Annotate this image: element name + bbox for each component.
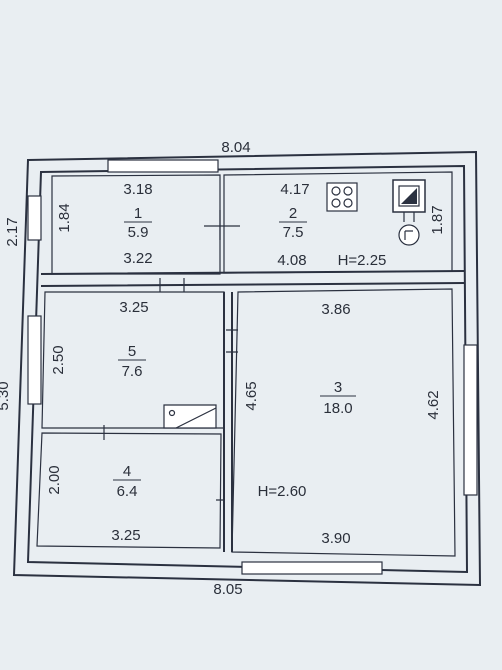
room-4-number: 4 bbox=[123, 463, 131, 480]
window-right-lower bbox=[463, 344, 478, 496]
room-2-side-dim: 1.87 bbox=[429, 205, 446, 234]
room-3-left-dim: 4.65 bbox=[243, 381, 260, 410]
door-room-3 bbox=[226, 329, 238, 353]
window-left-lower bbox=[27, 315, 42, 405]
room-3-outline bbox=[231, 288, 456, 557]
room-3-bottom-dim: 3.90 bbox=[321, 530, 350, 547]
room-1-outline bbox=[51, 174, 221, 275]
room-4-side-dim: 2.00 bbox=[46, 465, 63, 494]
door-room-5 bbox=[159, 278, 185, 292]
room-2-outline bbox=[223, 171, 453, 274]
room-2-area: 7.5 bbox=[283, 224, 304, 241]
overall-left-total: 5.30 bbox=[0, 381, 12, 410]
room-4-outline bbox=[36, 432, 222, 549]
partition-wall bbox=[223, 292, 233, 552]
outer-wall-inner bbox=[26, 164, 469, 574]
room-5-area: 7.6 bbox=[122, 363, 143, 380]
room-4-area: 6.4 bbox=[117, 483, 138, 500]
room-2-top-dim: 4.17 bbox=[280, 181, 309, 198]
room-1-area: 5.9 bbox=[128, 224, 149, 241]
room-2-number: 2 bbox=[289, 205, 297, 222]
door-room-2 bbox=[204, 210, 240, 240]
room-5-top-dim: 3.25 bbox=[119, 299, 148, 316]
room-2-height: H=2.25 bbox=[338, 252, 387, 269]
room-1-top-dim: 3.18 bbox=[123, 181, 152, 198]
room-3-area: 18.0 bbox=[323, 400, 352, 417]
room-5-side-dim: 2.50 bbox=[50, 345, 67, 374]
bathtub-icon bbox=[163, 404, 217, 429]
overall-left-upper: 2.17 bbox=[4, 217, 21, 246]
boiler-icon bbox=[392, 179, 426, 222]
window-top bbox=[107, 159, 219, 173]
outer-wall bbox=[12, 150, 482, 587]
overall-top-width: 8.04 bbox=[221, 139, 250, 156]
room-5-number: 5 bbox=[128, 343, 136, 360]
window-bottom bbox=[241, 561, 383, 575]
room-2-bottom-dim: 4.08 bbox=[277, 252, 306, 269]
overall-bottom-width: 8.05 bbox=[213, 581, 242, 598]
stove-icon bbox=[326, 182, 358, 212]
room-3-height: H=2.60 bbox=[258, 483, 307, 500]
window-left-upper bbox=[27, 195, 42, 241]
room-3-top-dim: 3.86 bbox=[321, 301, 350, 318]
room-1-bottom-dim: 3.22 bbox=[123, 250, 152, 267]
door-room-4 bbox=[103, 425, 224, 501]
room-4-bottom-dim: 3.25 bbox=[111, 527, 140, 544]
room-1-number: 1 bbox=[134, 205, 142, 222]
room-3-right-dim: 4.62 bbox=[425, 390, 442, 419]
room-3-number: 3 bbox=[334, 379, 342, 396]
gas-meter-icon bbox=[398, 224, 420, 246]
room-1-side-dim: 1.84 bbox=[56, 203, 73, 232]
